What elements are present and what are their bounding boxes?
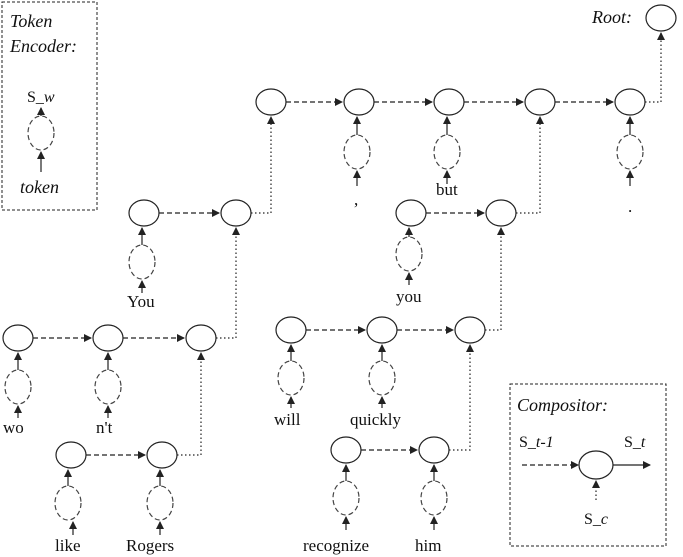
- token-encoder-box: [1, 1, 98, 211]
- compositor-node: [578, 450, 614, 480]
- token-quickly: quickly: [350, 410, 401, 429]
- you-lower-chain: you: [395, 116, 544, 306]
- token-comma: ,: [354, 190, 358, 209]
- you-chain: You: [127, 116, 275, 311]
- token-encoder-legend: Token Encoder: S_w token: [1, 1, 98, 211]
- token-wo: wo: [3, 418, 24, 437]
- token-but: but: [436, 180, 458, 199]
- compositor-prev-label: S_t-1: [519, 434, 554, 451]
- token-nt: n't: [96, 418, 113, 437]
- like-chain: like Rogers: [54, 352, 205, 555]
- token-you-upper: You: [127, 292, 155, 311]
- compositor-child-label: S_c: [584, 511, 608, 528]
- token-like: like: [55, 536, 81, 555]
- token-rogers: Rogers: [126, 536, 174, 555]
- compositor-out-label: S_t: [624, 434, 646, 451]
- token-encoder-title-line1: Token: [10, 11, 52, 31]
- recognize-chain: recognize him: [303, 344, 474, 555]
- token-period: .: [628, 197, 632, 216]
- token-him: him: [415, 536, 441, 555]
- compositor-box: [509, 383, 667, 547]
- token-will: will: [274, 410, 301, 429]
- root-label: Root:: [591, 7, 632, 27]
- token-encoder-input-label: token: [20, 177, 59, 197]
- token-encoder-title-line2: Encoder:: [9, 36, 77, 56]
- token-encoder-state-label: S_w: [27, 89, 55, 106]
- root-node: [645, 4, 677, 32]
- token-encoder-node: [27, 115, 55, 151]
- will-chain: will quickly: [274, 227, 505, 429]
- compositor-legend: Compositor: S_t-1 S_t S_c: [509, 383, 667, 547]
- token-recognize: recognize: [303, 536, 369, 555]
- wo-chain: wo n't: [2, 227, 240, 437]
- compositor-title: Compositor:: [517, 395, 608, 415]
- token-you-lower: you: [396, 287, 422, 306]
- top-chain: , but .: [255, 32, 665, 216]
